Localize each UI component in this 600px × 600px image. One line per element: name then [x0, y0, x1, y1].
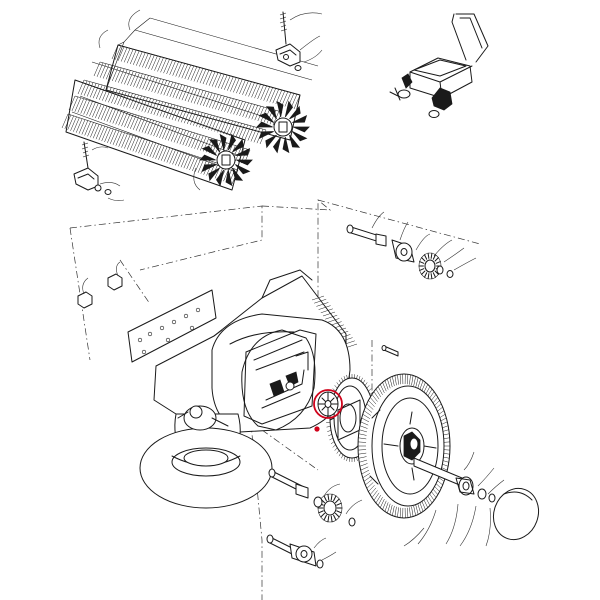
highlight-circle [313, 389, 343, 419]
wheel-axle-right [403, 451, 540, 547]
highlight-dot [314, 426, 320, 432]
mounting-plate [127, 289, 217, 363]
lower-axle-parts [266, 468, 363, 569]
plate-nuts [77, 261, 123, 309]
brush-end-star-left [199, 133, 253, 187]
rotary-brush-assembly [61, 17, 319, 191]
sweeper-housing [139, 269, 358, 509]
small-pin [381, 345, 399, 357]
upper-axle-parts [346, 211, 477, 280]
brush-leader-lines [98, 9, 201, 191]
brush-end-star-right [256, 100, 310, 154]
sweeper-thumbnail-icon [389, 13, 489, 118]
gear-hub [317, 391, 339, 417]
brush-bracket-top-right [275, 11, 323, 71]
brush-bracket-left [73, 141, 125, 201]
assembly-guide-lines [69, 199, 481, 600]
part-highlight [313, 389, 343, 432]
main-wheel [357, 373, 451, 519]
